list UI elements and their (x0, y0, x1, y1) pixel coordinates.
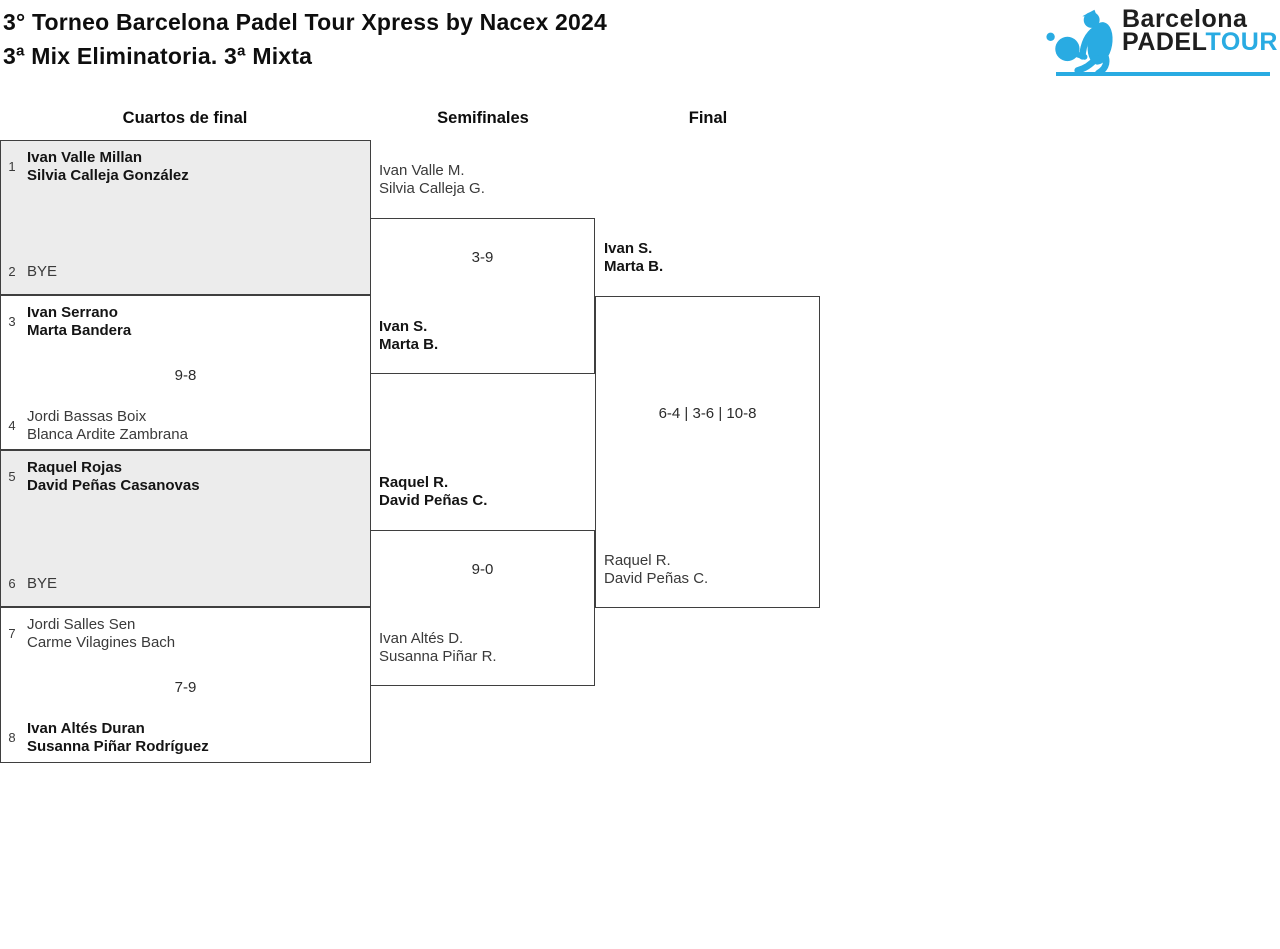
barcelona-padel-tour-logo: Barcelona PADELTOUR (1040, 4, 1277, 76)
logo-underline (1056, 72, 1270, 76)
logo-tour-text: TOUR (1205, 28, 1278, 56)
team-name: Jordi Bassas Boix Blanca Ardite Zambrana (27, 408, 188, 443)
seed-number: 5 (8, 469, 16, 484)
match-score: 7-9 (174, 679, 197, 696)
logo-text: Barcelona PADELTOUR (1122, 5, 1278, 56)
seed-number: 4 (8, 418, 16, 433)
team-name: Jordi Salles Sen Carme Vilagines Bach (27, 616, 176, 651)
seed-number: 1 (8, 159, 16, 174)
padel-player-icon (1046, 9, 1113, 76)
logo-padel-text: PADEL (1122, 28, 1206, 56)
match-score: 3-9 (471, 249, 494, 266)
match-score: 6-4 | 3-6 | 10-8 (658, 405, 757, 422)
team-name: Ivan Valle Millan Silvia Calleja Gonzále… (27, 149, 189, 184)
logo-padeltour-text: PADELTOUR (1122, 28, 1278, 56)
seed-number: 3 (8, 314, 16, 329)
header: 3° Torneo Barcelona Padel Tour Xpress by… (3, 9, 607, 70)
seed-number: 7 (8, 626, 16, 641)
seed-number: 8 (8, 730, 16, 745)
final-match: Ivan S. Marta B. 6-4 | 3-6 | 10-8 Raquel… (595, 240, 820, 608)
semifinal-match-2: Raquel R. David Peñas C. 9-0 Ivan Altés … (370, 474, 595, 686)
team-name: Ivan Altés D. Susanna Piñar R. (379, 630, 497, 665)
team-name: Raquel Rojas David Peñas Casanovas (27, 459, 200, 494)
round-header-quarterfinals: Cuartos de final (122, 109, 248, 127)
team-name: Raquel R. David Peñas C. (379, 474, 488, 509)
team-name: Ivan S. Marta B. (604, 240, 664, 275)
team-name: Raquel R. David Peñas C. (604, 552, 709, 587)
page-subtitle: 3ª Mix Eliminatoria. 3ª Mixta (3, 43, 313, 69)
team-name: Ivan Serrano Marta Bandera (27, 304, 132, 339)
logo-barcelona-text: Barcelona (1122, 5, 1248, 33)
match-score: 9-8 (174, 367, 197, 384)
round-header-final: Final (688, 109, 728, 127)
quarterfinal-match-3: 5 Raquel Rojas David Peñas Casanovas 6 B… (0, 450, 371, 607)
semifinal-match-1: Ivan Valle M. Silvia Calleja G. 3-9 Ivan… (370, 162, 595, 374)
quarterfinal-match-2: 3 Ivan Serrano Marta Bandera 9-8 4 Jordi… (0, 295, 371, 450)
quarterfinal-match-4: 7 Jordi Salles Sen Carme Vilagines Bach … (0, 607, 371, 763)
round-header-semifinals: Semifinales (437, 109, 529, 127)
team-name: Ivan Altés Duran Susanna Piñar Rodríguez (27, 720, 209, 755)
team-name: BYE (27, 575, 58, 592)
team-name: Ivan Valle M. Silvia Calleja G. (379, 162, 485, 197)
quarterfinal-match-1: 1 Ivan Valle Millan Silvia Calleja Gonzá… (0, 140, 371, 295)
seed-number: 2 (8, 264, 16, 279)
page-title: 3° Torneo Barcelona Padel Tour Xpress by… (3, 9, 608, 35)
team-name: Ivan S. Marta B. (379, 318, 439, 353)
team-name: BYE (27, 263, 58, 280)
seed-number: 6 (8, 576, 16, 591)
match-score: 9-0 (471, 561, 494, 578)
